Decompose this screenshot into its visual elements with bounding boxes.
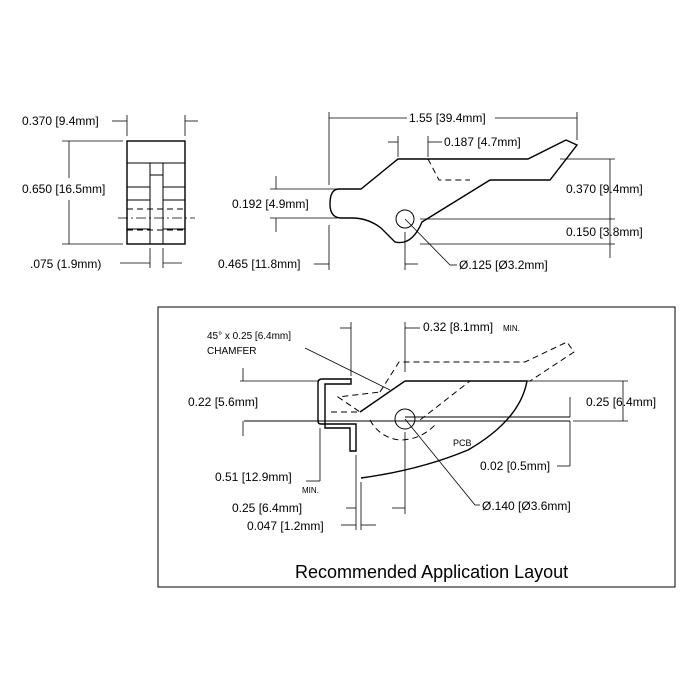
side-slot-label: .075 (1.9mm): [30, 257, 101, 271]
layout-gap-label: 0.02 [0.5mm]: [480, 459, 550, 473]
layout-title: Recommended Application Layout: [295, 562, 568, 582]
top-view: 1.55 [39.4mm] 0.187 [4.7mm] 0.192 [4.9mm…: [218, 111, 643, 272]
latch-released: [379, 341, 575, 421]
top-hole-x-label: 0.465 [11.8mm]: [218, 257, 301, 271]
side-width-label: 0.370 [9.4mm]: [22, 114, 99, 128]
depth-min-suffix: MIN.: [302, 486, 319, 495]
offset-min-label: 0.32 [8.1mm]: [423, 320, 493, 334]
mount-hole: [395, 209, 415, 229]
offset-min-suffix: MIN.: [503, 324, 520, 333]
top-hole-offset-label: 0.150 [3.8mm]: [566, 225, 643, 239]
side-view-body: [126, 140, 186, 245]
chamfer-label-2: CHAMFER: [207, 346, 256, 357]
top-length-label: 1.55 [39.4mm]: [409, 111, 486, 125]
chamfer-label-1: 45° x 0.25 [6.4mm]: [207, 331, 291, 342]
latch-outline: [329, 139, 579, 244]
layout-hole-dia-label: Ø.140 [Ø3.6mm]: [482, 499, 571, 513]
depth-min-label: 0.51 [12.9mm]: [215, 470, 292, 484]
layout-hole: [394, 408, 416, 430]
layout-frame: [157, 306, 676, 588]
application-layout: PCB 45° x 0.25 [6.4mm] CHAMFER 0.32 [8.1…: [157, 306, 676, 588]
top-total-height-label: 0.370 [9.4mm]: [566, 182, 643, 196]
top-ramp-label: 0.187 [4.7mm]: [444, 135, 521, 149]
side-height-label: 0.650 [16.5mm]: [22, 182, 105, 196]
leg-label: 0.25 [6.4mm]: [232, 501, 302, 515]
side-view: 0.370 [9.4mm] 0.650 [16.5mm] .075 (1.9mm…: [22, 114, 198, 271]
layout-height-left-label: 0.22 [5.6mm]: [188, 395, 258, 409]
top-hole-dia-label: Ø.125 [Ø3.2mm]: [459, 258, 548, 272]
thickness-label: 0.047 [1.2mm]: [247, 519, 324, 533]
latch-installed: [360, 380, 528, 479]
pcb-label: PCB: [453, 438, 472, 448]
top-tip-height-label: 0.192 [4.9mm]: [232, 197, 309, 211]
panel-bracket: [317, 378, 357, 452]
layout-height-right-label: 0.25 [6.4mm]: [586, 395, 656, 409]
